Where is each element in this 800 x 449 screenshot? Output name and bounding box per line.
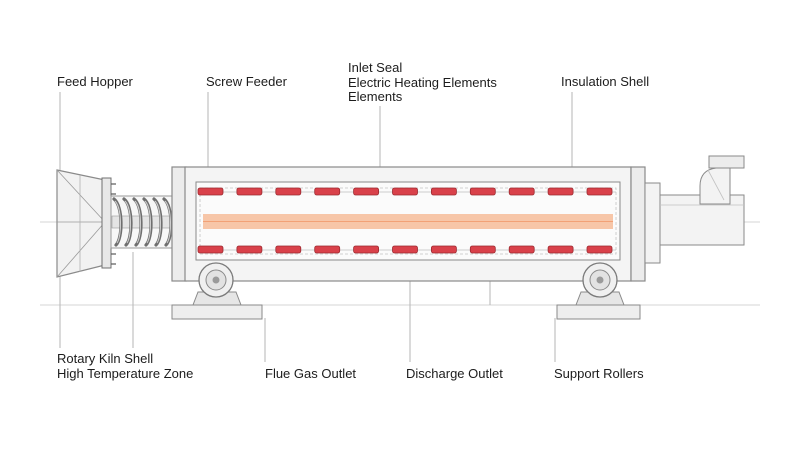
label-electric-heating-elements: Electric Heating Elements [348,75,497,90]
label-discharge-outlet: Discharge Outlet [406,366,503,381]
heating-element [508,245,535,254]
heating-element [586,245,613,254]
hopper-flange [101,177,112,269]
screw-flight-highlight [154,200,161,244]
screw-feeder [111,197,173,247]
screw-flight-highlight [144,200,151,244]
label-inlet-seal: Inlet Seal [348,60,403,75]
screw-flight-highlight [134,200,141,244]
heating-element [392,245,418,254]
feed-hopper [56,169,106,278]
heating-element [469,187,496,196]
label-rotary-kiln-shell: Rotary Kiln Shell [57,351,154,366]
label-support-rollers: Support Rollers [554,366,644,381]
support-rollers-right [556,262,641,320]
screw-flight-highlight [124,200,131,244]
heating-element [392,187,418,196]
heating-element [197,245,224,254]
label-high-temperature-zone: High Temperature Zone [57,366,194,381]
heating-element [314,187,341,196]
heating-element [547,245,574,254]
label-insulation-shell: Insulation Shell [561,74,650,89]
heating-element [275,245,302,254]
heating-element [469,245,496,254]
heating-elements-top-row [197,187,613,196]
heating-element [353,187,380,196]
flue-gas-outlet [699,167,731,205]
heating-element [430,245,457,254]
heating-element [275,187,302,196]
heating-element [314,245,341,254]
inlet-seal [171,166,187,282]
label-elements: Elements [348,89,403,104]
heating-element [547,187,574,196]
heating-element [586,187,613,196]
support-rollers-left [171,262,263,320]
heating-element [236,245,263,254]
flue-gas-flange [708,155,745,169]
heating-element [236,187,263,196]
screw-flight-highlight [164,200,171,244]
heating-elements-bottom-row [197,245,613,254]
discharge-outlet [644,182,661,264]
label-screw-feeder: Screw Feeder [206,74,287,89]
label-feed-hopper: Feed Hopper [57,74,133,89]
outlet-end-plate [630,166,646,282]
heating-element [353,245,380,254]
heating-element [508,187,535,196]
heating-element [430,187,457,196]
label-flue-gas-outlet: Flue Gas Outlet [265,366,357,381]
heating-element [197,187,224,196]
screw-flight-highlight [114,200,121,244]
